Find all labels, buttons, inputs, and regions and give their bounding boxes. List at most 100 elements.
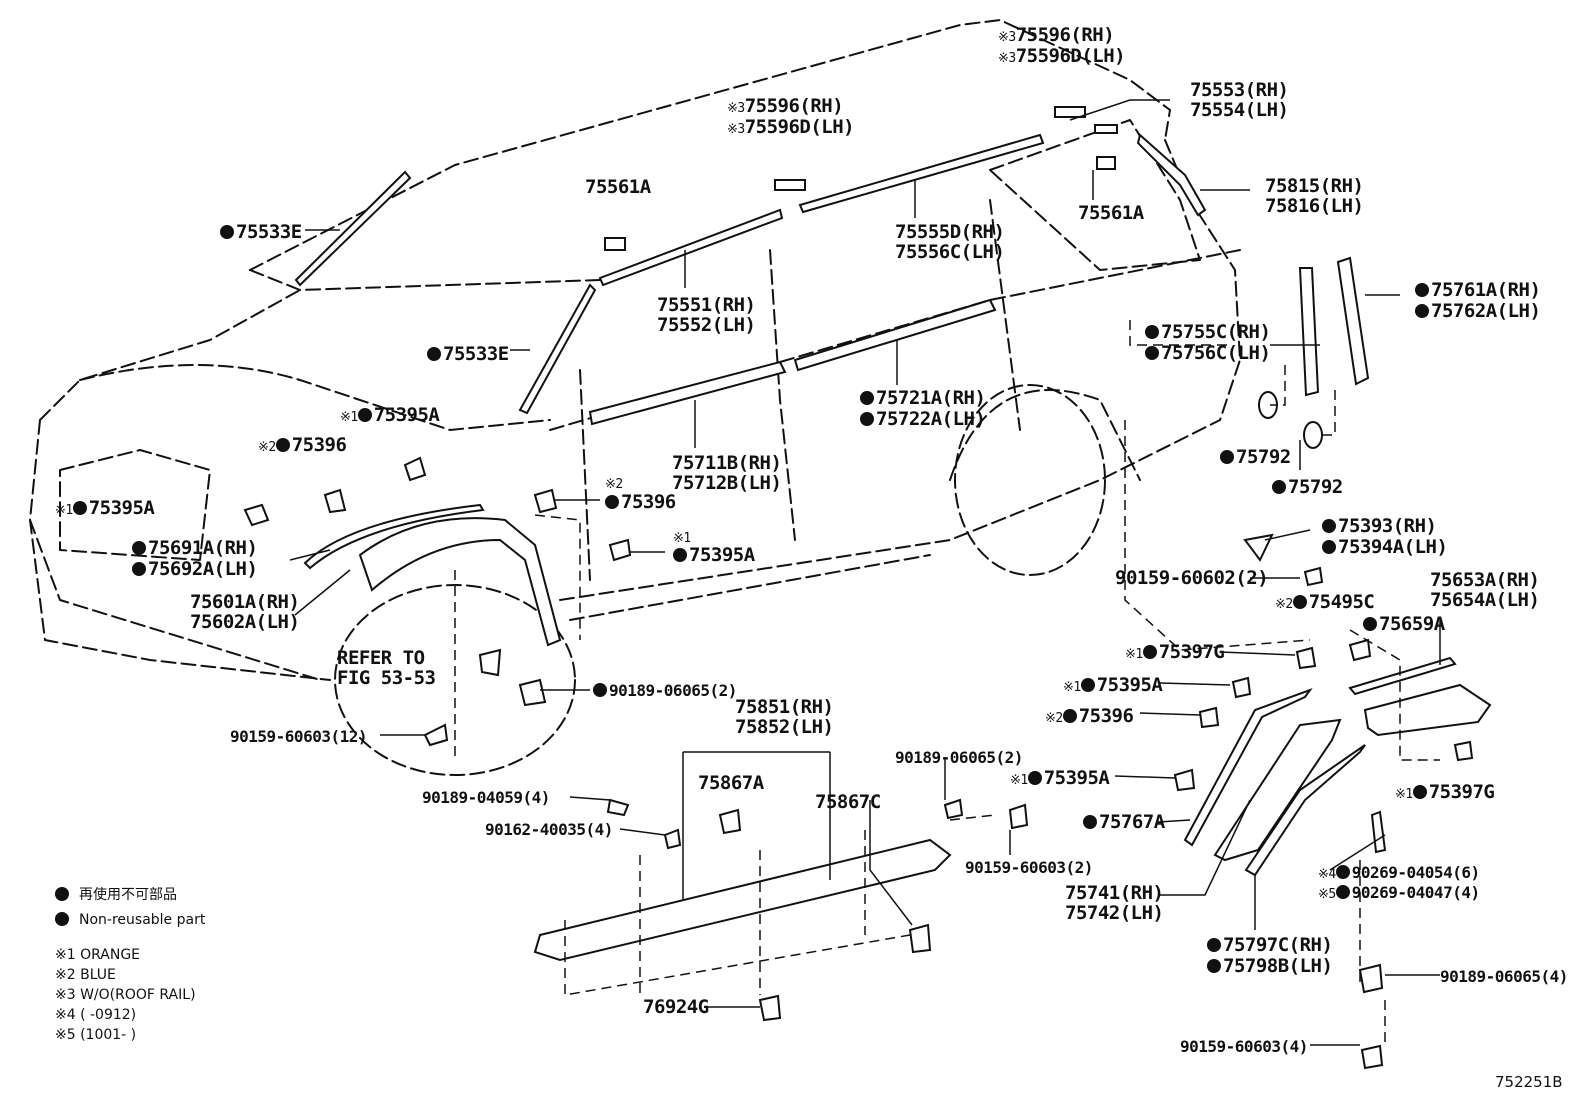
part-number: 75798B(LH) (1223, 955, 1333, 977)
clip (1358, 963, 1384, 994)
part-number: 75553(RH) (1190, 79, 1289, 101)
clip (403, 456, 427, 482)
label-75396-3: ※2 75396 (1045, 705, 1134, 729)
part-number: 75792 (1236, 446, 1291, 468)
label-75596-rh-top: ※375596(RH) (998, 25, 1115, 48)
part-number: 90162-40035(4) (485, 820, 613, 839)
part-number: 90189-06065(2) (895, 748, 1023, 767)
part-number: 75552(LH) (657, 314, 756, 336)
clip (1198, 706, 1220, 729)
part-number: 76924G (643, 996, 709, 1018)
screw (663, 828, 682, 850)
label-90189-06065-4: 90189-06065(4) (1440, 967, 1568, 987)
part-number: 75393(RH) (1338, 515, 1437, 537)
rear-flare-front (1213, 718, 1342, 862)
rear-wheel (954, 384, 1106, 576)
note-mark: ※4 (1318, 867, 1336, 882)
part-number: 75396 (1078, 705, 1134, 727)
label-75755c: 75755C(RH) (1145, 322, 1271, 342)
note-mark: ※1 (55, 503, 73, 518)
part-number: 75554(LH) (1190, 99, 1289, 121)
clip (1231, 676, 1252, 699)
note-blue: ※2 BLUE (55, 967, 116, 983)
assembly-line (1129, 320, 1230, 346)
part-number: 75867C (815, 791, 881, 813)
non-reusable-dot (593, 683, 607, 697)
label-75722a: 75722A(LH) (860, 409, 986, 429)
pillar-garnish-1 (1298, 267, 1320, 397)
clip (1453, 740, 1474, 762)
pillar-garnish-2 (1336, 256, 1370, 386)
clip (1094, 124, 1118, 134)
label-90269-04054: ※4 90269-04054(6) (1318, 863, 1480, 885)
leader (294, 569, 351, 616)
part-number: 75602A(LH) (190, 611, 300, 633)
part-number: 90269-04054(6) (1351, 863, 1480, 882)
part-number: 90159-60603(2) (965, 858, 1093, 877)
part-number: 75533E (236, 221, 302, 243)
non-reusable-dot (1220, 450, 1234, 464)
windshield-molding-pillar (518, 283, 597, 415)
non-reusable-dot (1027, 771, 1042, 785)
label-75761a: 75761A(RH) (1415, 280, 1541, 300)
clip (774, 179, 806, 191)
refer-text: REFER TO (337, 647, 425, 669)
non-reusable-dot (132, 541, 146, 555)
front-flare-molding (303, 503, 485, 570)
windshield-edge (249, 269, 601, 291)
non-reusable-dot (1412, 785, 1427, 799)
clip (908, 923, 932, 954)
label-75741: 75741(RH)75742(LH) (1065, 883, 1164, 923)
part-number: 75396 (621, 491, 676, 513)
note-date-range-5: ※5 (1001- ) (55, 1027, 137, 1043)
leader (1139, 712, 1201, 716)
assembly-line (1359, 860, 1386, 1045)
part-number: 75792 (1288, 476, 1343, 498)
label-75792-1: 75792 (1220, 447, 1291, 467)
part-number: 75797C(RH) (1223, 934, 1333, 956)
label-90189-04059: 90189-04059(4) (422, 788, 550, 808)
windshield-molding-left (294, 170, 412, 287)
non-reusable-dot (357, 408, 372, 422)
label-75815: 75815(RH)75816(LH) (1265, 176, 1364, 216)
part-number: 75653A(RH) (1430, 569, 1540, 591)
refer-text: FIG 53-53 (337, 667, 436, 689)
part-number: 75395A (689, 544, 755, 566)
non-reusable-dot (1207, 938, 1221, 952)
leader (1264, 529, 1311, 541)
note-mark: ※1 (1063, 680, 1081, 695)
assembly-line (564, 830, 911, 996)
label-75396-2-mark: ※2 (605, 472, 623, 495)
note-mark: ※1 (340, 410, 358, 425)
label-75601a: 75601A(RH)75602A(LH) (190, 592, 300, 633)
part-number: 75762A(LH) (1431, 300, 1541, 322)
notes-list: ※1 ORANGE ※2 BLUE ※3 W/O(ROOF RAIL) ※4 (… (55, 945, 196, 1045)
non-reusable-dot (1322, 519, 1336, 533)
hood-outline (29, 289, 331, 681)
part-number: 75596D(LH) (1015, 45, 1126, 67)
legend-text: Non-reusable part (79, 912, 206, 928)
part-number: 75767A (1099, 811, 1165, 833)
legend-jp: 再使用不可部品 (55, 885, 177, 905)
non-reusable-dot (1415, 283, 1429, 297)
front-flare (358, 517, 562, 647)
belt-molding-front (588, 360, 787, 426)
part-number: 75712B(LH) (672, 472, 782, 494)
part-number: 90189-06065(4) (1440, 967, 1568, 986)
non-reusable-dot (220, 225, 234, 239)
non-reusable-dot (1080, 678, 1095, 692)
label-75533e-top: 75533E (220, 222, 302, 242)
part-number: 75659A (1379, 613, 1445, 635)
note-mark: ※1 (673, 531, 691, 546)
part-number: 75561A (585, 176, 651, 198)
note-mark: ※1 (1125, 647, 1143, 662)
non-reusable-dot (1062, 709, 1077, 723)
note-mark: ※2 (1045, 711, 1063, 726)
